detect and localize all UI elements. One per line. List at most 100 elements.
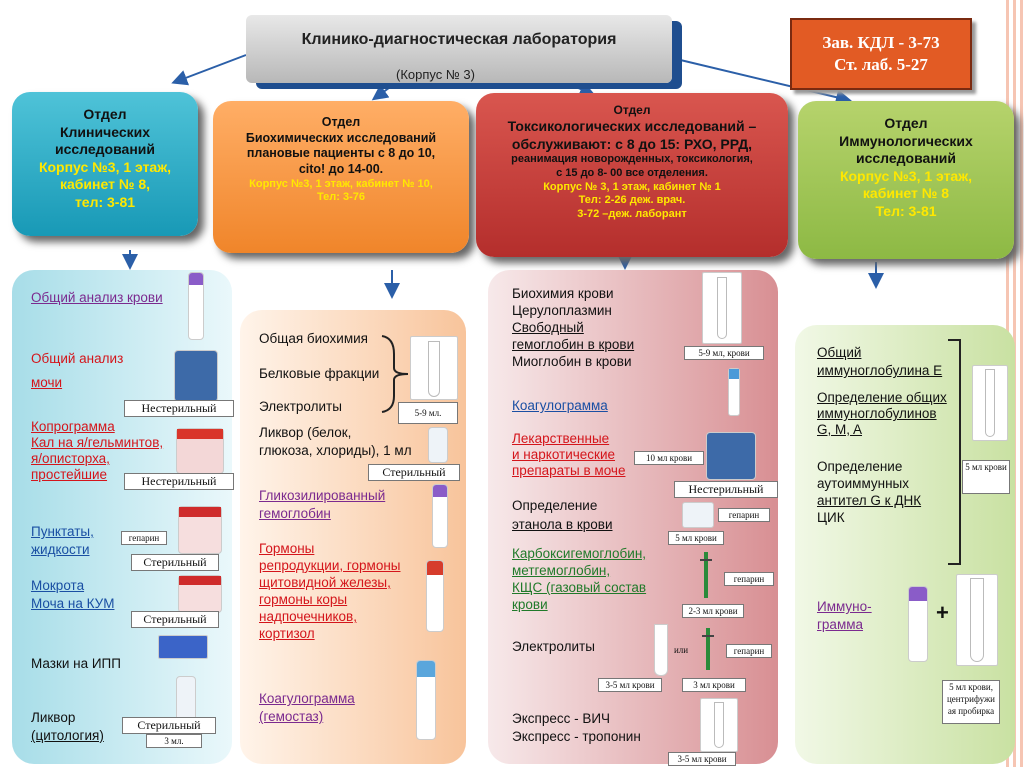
tube-icon xyxy=(908,586,928,662)
lab-header: Клинико-диагностическая лаборатория (Кор… xyxy=(246,15,672,83)
dept-label: Отдел xyxy=(321,115,361,129)
container-icon xyxy=(174,350,218,402)
test-item: Определение этанола в крови xyxy=(512,496,613,534)
test-item-line: Копрограмма xyxy=(31,419,115,434)
container-icon xyxy=(176,428,224,474)
test-item: Карбоксигемоглобин, метгемоглобин, КЩС (… xyxy=(512,545,646,613)
dept-location: кабинет № 8, xyxy=(59,176,151,192)
tube-icon xyxy=(654,624,668,676)
test-item-line: Моча на КУМ xyxy=(31,596,115,611)
test-item-line: Электролиты xyxy=(259,399,342,414)
anticoagulant-label: гепарин xyxy=(726,644,772,658)
sterility-label: Нестерильный xyxy=(124,473,234,490)
test-item-line: Свободный xyxy=(512,320,584,335)
test-item-line: Общая биохимия xyxy=(259,331,368,346)
volume-label: 5 мл крови, центрифужи ая пробирка xyxy=(942,680,1000,724)
test-item-line: Ликвор (белок, xyxy=(259,425,352,440)
container-icon xyxy=(706,432,756,480)
tube-icon xyxy=(410,336,458,400)
vial-icon xyxy=(682,502,714,528)
tube-icon xyxy=(700,698,738,752)
sterility-label: Стерильный xyxy=(122,717,216,734)
or-label: или xyxy=(673,645,689,655)
syringe-icon xyxy=(700,552,712,598)
volume-label: 3 мл. xyxy=(146,734,202,748)
test-item-line: Пунктаты, xyxy=(31,524,94,539)
volume-label: 3-5 мл крови xyxy=(598,678,662,692)
test-item: Определение аутоиммунных антител G к ДНК… xyxy=(817,458,921,526)
test-item-line: 1 мл xyxy=(379,443,412,458)
test-item: Гормоны репродукции, гормоны щитовидной … xyxy=(259,540,401,642)
test-item-line: метгемоглобин, xyxy=(512,563,611,578)
sterility-label: Нестерильный xyxy=(674,481,778,498)
tube-icon xyxy=(416,660,436,740)
volume-label: 10 мл крови xyxy=(634,451,704,465)
test-item-line: Экспресс - тропонин xyxy=(512,729,641,744)
contact-line: Ст. лаб. 5-27 xyxy=(834,55,928,74)
test-item-line: Белковые фракции xyxy=(259,366,380,381)
test-item-line: Общий xyxy=(817,345,862,360)
test-item-line: G, M, A xyxy=(817,422,863,437)
dept-label: Иммунологических xyxy=(839,132,973,149)
test-item-line: иммуноглобулинов xyxy=(817,406,937,421)
test-item-line: антител G к ДНК xyxy=(817,493,922,508)
test-group: Биохимия крови Церулоплазмин Свободный г… xyxy=(512,285,634,370)
volume-label: 5 мл крови xyxy=(668,531,724,545)
container-icon xyxy=(178,506,222,554)
dept-location: Корпус № 3, 1 этаж, кабинет № 1 xyxy=(543,180,721,193)
dept-label: Отдел xyxy=(613,103,651,117)
dept-label: исследований xyxy=(856,150,956,166)
test-item-line: гемоглобин xyxy=(259,506,331,521)
tube-icon xyxy=(702,272,742,344)
test-item-line: глюкоза, хлориды), xyxy=(259,443,380,458)
test-item-line: Карбоксигемоглобин, xyxy=(512,546,647,561)
test-group: Общая биохимия Белковые фракции Электрол… xyxy=(259,330,379,416)
test-group: Экспресс - ВИЧ Экспресс - тропонин xyxy=(512,710,641,746)
test-item-line: жидкости xyxy=(31,542,90,557)
dept-label: реанимация новорожденных, токсикология, xyxy=(511,153,753,165)
dept-phone: Тел: 3-76 xyxy=(316,191,365,204)
volume-label: 5 мл крови xyxy=(962,460,1010,494)
dept-phone: Тел: 3-81 xyxy=(875,202,937,219)
container-icon xyxy=(178,575,222,613)
volume-line: центрифужи xyxy=(946,694,995,704)
test-item-line: Миоглобин в крови xyxy=(512,354,632,369)
test-item-line: Биохимия крови xyxy=(512,286,614,301)
test-item-line: и наркотические xyxy=(512,447,616,462)
vial-icon xyxy=(428,427,448,463)
vial-icon xyxy=(176,676,196,722)
test-item: Коагулограмма (гемостаз) xyxy=(259,690,355,726)
test-item-line: Ликвор xyxy=(31,710,76,725)
test-item: Гликозилированный гемоглобин xyxy=(259,487,385,523)
volume-label: 3 мл крови xyxy=(682,678,746,692)
test-item-line: я/описторха, xyxy=(31,451,110,466)
tube-icon xyxy=(432,484,448,548)
test-item: Определение общих иммуноглобулинов G, M,… xyxy=(817,390,947,438)
dept-phone: 3-72 –деж. лаборант xyxy=(577,208,687,220)
syringe-icon xyxy=(702,628,714,670)
test-item-line: Определение общих xyxy=(817,390,947,405)
test-item-line: гемоглобин в крови xyxy=(512,337,635,352)
dept-label: Клинических xyxy=(59,123,151,140)
contact-box: Зав. КДЛ - 3-73 Ст. лаб. 5-27 xyxy=(790,18,972,90)
test-item-line: препараты в моче xyxy=(512,463,626,478)
test-item-line: простейшие xyxy=(31,467,108,482)
test-item-line: Экспресс - ВИЧ xyxy=(512,711,611,726)
test-item-line: Кал на я/гельминтов, xyxy=(31,435,164,450)
test-item: Общий иммуноглобулина Е xyxy=(817,344,942,380)
test-item: Мокрота Моча на КУМ xyxy=(31,577,114,613)
volume-line: 5 мл крови, xyxy=(949,682,993,692)
test-item-line: кортизол xyxy=(259,626,315,641)
test-item: Пунктаты, жидкости xyxy=(31,523,94,559)
test-item-line: надпочечников, xyxy=(259,609,357,624)
test-item: Электролиты xyxy=(512,639,595,654)
test-item-line: Коагулограмма xyxy=(259,691,355,706)
test-item-line: Определение xyxy=(817,459,903,474)
sterility-label: Стерильный xyxy=(131,611,219,628)
tube-icon xyxy=(426,560,444,632)
bracket-icon xyxy=(948,339,961,565)
slide-icon xyxy=(158,635,208,659)
bracket-icon xyxy=(381,335,409,413)
test-item-line: крови xyxy=(512,597,548,612)
